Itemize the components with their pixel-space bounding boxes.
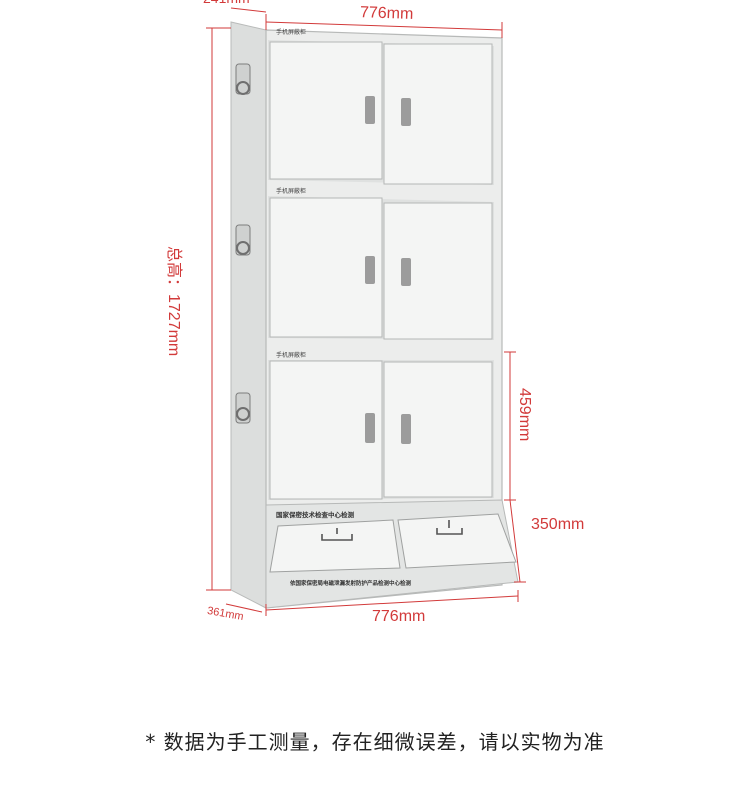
side-lock-2 <box>235 224 251 256</box>
door-right-1 <box>383 43 493 185</box>
section-label-2: 手机屏蔽柜 <box>276 187 306 195</box>
drawer-handle <box>321 528 353 541</box>
cabinet-side-panel <box>230 21 267 609</box>
dimension-width-top: 776mm <box>359 4 414 23</box>
door-left-2 <box>269 197 383 338</box>
side-lock-1 <box>235 63 251 95</box>
drawer-base <box>265 499 519 609</box>
dimension-line-drawer <box>509 499 521 583</box>
side-lock-3 <box>235 392 251 424</box>
compartment-1 <box>268 40 494 185</box>
dimension-line-top-width <box>265 21 503 31</box>
section-label-3: 手机屏蔽柜 <box>276 351 306 359</box>
door-handle <box>365 413 375 443</box>
door-left-3 <box>269 360 383 500</box>
door-right-2 <box>383 202 493 340</box>
drawer-left <box>269 519 401 573</box>
dimension-width-bottom: 776mm <box>372 608 426 625</box>
dimension-compartment-height: 459mm <box>516 388 533 442</box>
door-handle <box>365 256 375 284</box>
section-label-1: 手机屏蔽柜 <box>276 28 306 36</box>
drawer-handle <box>436 520 463 535</box>
door-right-3 <box>383 361 493 498</box>
dimension-lines <box>206 7 526 616</box>
measurement-disclaimer: * 数据为手工测量，存在细微误差，请以实物为准 <box>145 730 605 754</box>
door-left-1 <box>269 41 383 180</box>
dimension-total-height: 总高：1727mm <box>165 246 182 357</box>
drawer-right <box>397 513 517 569</box>
compartment-3 <box>268 360 494 500</box>
door-handle <box>365 96 375 124</box>
door-handle <box>401 258 411 286</box>
compartment-2 <box>268 196 494 340</box>
dimension-drawer-height: 350mm <box>531 516 585 533</box>
dimension-line-top-depth <box>230 7 267 13</box>
dimension-depth-top: 241mm <box>203 0 250 6</box>
door-handle <box>401 98 411 126</box>
dimension-line-bottom-depth <box>225 603 263 613</box>
door-handle <box>401 414 411 444</box>
base-text: 依国家保密局电磁泄漏发射防护产品检测中心检测 <box>290 579 412 587</box>
dimension-line-bottom-width <box>265 595 519 611</box>
drawer-header-text: 国家保密技术检查中心检测 <box>276 510 355 519</box>
